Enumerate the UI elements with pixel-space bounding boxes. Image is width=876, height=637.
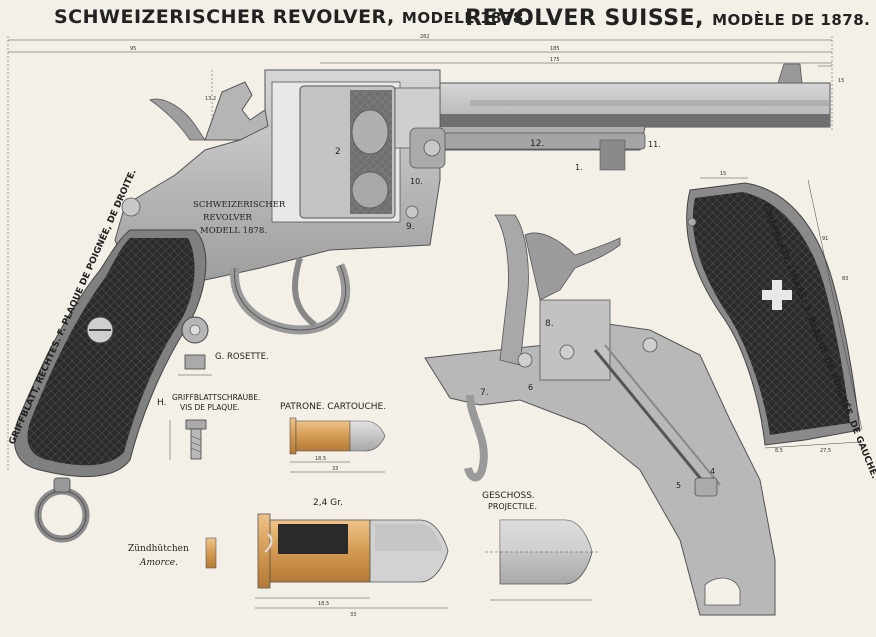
primer-part: [205, 537, 217, 569]
part-number-11: 11.: [648, 140, 661, 149]
revolver-main: [14, 63, 831, 543]
swiss-cross-icon: [762, 280, 792, 310]
dim-grip-total: 91: [822, 236, 828, 242]
label-powder: 2,4 Gr.: [313, 498, 343, 508]
left-grip-dimensions: [700, 177, 863, 449]
large-cartridge-section: [255, 513, 449, 609]
engraving-line-1: SCHWEIZERISCHER: [193, 200, 286, 210]
engraving-line-2: REVOLVER: [203, 213, 253, 223]
dim-barrel: 175: [550, 57, 560, 63]
label-rosette: G. ROSETTE.: [215, 352, 269, 362]
dim-big-b: 33: [350, 612, 356, 618]
top-dimension-lines: [7, 36, 833, 470]
dim-big-a: 18,5: [318, 601, 329, 607]
dim-grip-w3: 8,5: [775, 448, 783, 454]
dim-left: 95: [130, 46, 136, 52]
label-patrone: PATRONE. CARTOUCHE.: [280, 402, 386, 412]
label-screw-letter: H.: [157, 398, 166, 408]
part-number-2: 2: [335, 147, 341, 157]
title-german: SCHWEIZERISCHER REVOLVER, MODELL 1878.: [54, 6, 531, 28]
small-cartridge: [289, 417, 386, 473]
dim-cart-b: 33: [332, 466, 338, 472]
dim-cart-a: 18,5: [315, 456, 326, 462]
left-grip-plate: [686, 182, 861, 446]
part-number-1: 1.: [575, 163, 583, 172]
engraving-line-3: MODELL 1878.: [200, 226, 267, 236]
label-primer-fr: Amorce.: [139, 558, 178, 568]
label-geschoss: GESCHOSS.: [482, 491, 535, 501]
label-projectile: PROJECTILE.: [488, 502, 537, 511]
part-number-8: 8.: [545, 319, 554, 329]
label-screw-de: GRIFFBLATTSCHRAUBE.: [172, 393, 260, 402]
label-screw-fr: VIS DE PLAQUE.: [180, 403, 240, 412]
part-number-7: 7.: [480, 388, 489, 398]
part-number-6: 6: [528, 383, 533, 392]
label-primer-de: Zündhütchen: [128, 544, 189, 554]
part-number-10: 10.: [410, 177, 423, 186]
part-number-4: 4: [710, 467, 715, 476]
grip-screw-part: [169, 419, 207, 460]
dim-grip-w1: 15: [720, 171, 726, 177]
dim-grip-w2: 27,5: [820, 448, 831, 454]
dim-barrel-total: 185: [550, 46, 560, 52]
dim-overall: 282: [420, 34, 430, 40]
rosette-part: [178, 316, 212, 376]
projectile-section: [485, 519, 600, 601]
dim-grip-h: 83: [842, 276, 848, 282]
dim-hammer: 13,2: [205, 96, 216, 102]
part-number-9: 9.: [406, 222, 415, 232]
lock-mechanism: [424, 214, 776, 616]
part-number-12: 12.: [530, 139, 544, 149]
title-french: REVOLVER SUISSE, MODÈLE DE 1878.: [465, 6, 871, 31]
dim-sight: 15: [838, 78, 844, 84]
part-number-5: 5: [676, 481, 681, 490]
